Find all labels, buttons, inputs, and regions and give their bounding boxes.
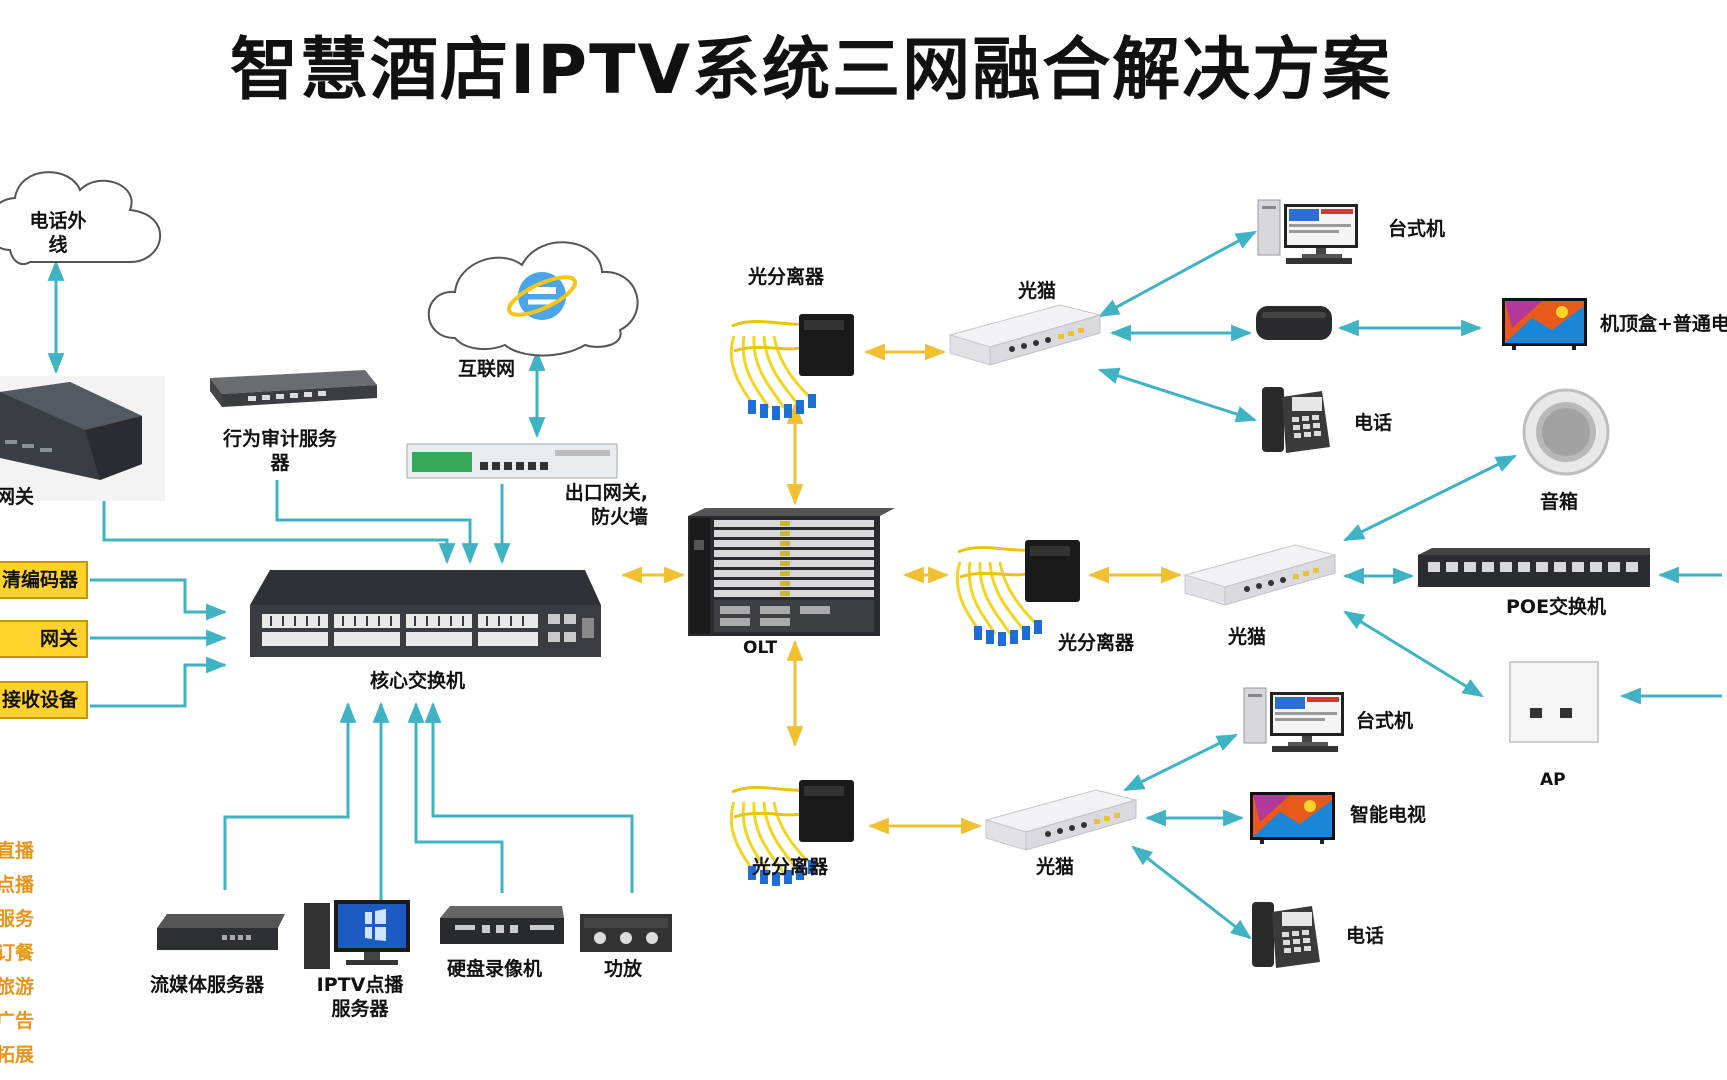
splitter-icon	[955, 538, 1082, 648]
ie-logo-icon	[506, 272, 578, 320]
tv-icon	[1502, 298, 1587, 350]
olt-label: OLT	[743, 638, 778, 658]
service-item: 点播	[0, 874, 35, 896]
desktop-top-label: 台式机	[1388, 218, 1446, 240]
gateway-label: 网关	[0, 486, 35, 508]
stb-tv-label: 机顶盒+普通电视	[1600, 313, 1727, 335]
service-item: 订餐	[0, 942, 35, 964]
ap-icon	[1509, 661, 1599, 743]
onu-icon	[985, 789, 1137, 851]
core-switch-label: 核心交换机	[370, 670, 466, 692]
poe-switch-icon	[1418, 548, 1650, 587]
speaker-icon	[1522, 388, 1610, 476]
gateway-router-icon	[0, 376, 165, 501]
service-item: 直播	[0, 840, 35, 862]
onu-icon	[949, 304, 1101, 366]
core-switch-icon	[250, 570, 601, 657]
service-item: 旅游	[0, 976, 35, 998]
exit-gateway-label: 出口网关, 防火墙	[564, 482, 648, 528]
onu-top-label: 光猫	[1018, 280, 1057, 302]
desktop-icon	[1243, 687, 1345, 753]
ip-phone-icon	[1262, 387, 1330, 453]
splitter-icon	[729, 312, 856, 422]
stream-server-label: 流媒体服务器	[150, 974, 265, 996]
desktop-bottom-label: 台式机	[1356, 710, 1414, 732]
ap-label: AP	[1540, 770, 1566, 790]
receiver-box: 接收设备	[0, 681, 88, 719]
onu-icon	[1184, 544, 1336, 606]
nvr-icon	[440, 906, 564, 944]
service-item: 拓展	[0, 1044, 35, 1066]
internet-label: 互联网	[458, 358, 516, 380]
phone-line-label: 电话外 线	[29, 210, 87, 256]
splitter-bottom-label: 光分离器	[752, 856, 829, 878]
phone-top-label: 电话	[1354, 412, 1393, 434]
service-item: 广告	[0, 1010, 35, 1032]
desktop-icon	[1257, 199, 1359, 265]
tv-icon	[1250, 792, 1335, 844]
amplifier-icon	[580, 914, 672, 952]
firewall-icon	[406, 443, 618, 479]
splitter-top-label: 光分离器	[748, 266, 825, 288]
poe-switch-label: POE交换机	[1506, 596, 1607, 618]
speaker-label: 音箱	[1540, 491, 1579, 513]
iptv-server-icon	[304, 900, 410, 969]
phone-bottom-label: 电话	[1346, 925, 1385, 947]
set-top-box-icon	[1256, 306, 1332, 340]
splitter-mid-label: 光分离器	[1058, 632, 1135, 654]
audit-server-label: 行为审计服务 器	[222, 428, 337, 474]
nvr-label: 硬盘录像机	[447, 958, 543, 980]
network-links	[47, 230, 1722, 940]
amplifier-label: 功放	[604, 958, 643, 980]
smart-tv-label: 智能电视	[1350, 804, 1427, 826]
audit-server-icon	[210, 370, 377, 407]
olt-chassis-icon	[688, 508, 895, 636]
onu-bottom-label: 光猫	[1036, 856, 1075, 878]
onu-mid-label: 光猫	[1228, 626, 1267, 648]
iptv-server-label: IPTV点播 服务器	[316, 974, 404, 1020]
stream-server-icon	[157, 914, 285, 950]
page-title: 智慧酒店IPTV系统三网融合解决方案	[230, 31, 1393, 110]
gateway-box: 网关	[0, 620, 88, 658]
ip-phone-icon	[1252, 902, 1320, 968]
cloud-icon	[0, 171, 161, 266]
service-item: 服务	[0, 908, 35, 930]
encoder-box: 清编码器	[0, 561, 88, 599]
optical-links	[620, 343, 1183, 835]
